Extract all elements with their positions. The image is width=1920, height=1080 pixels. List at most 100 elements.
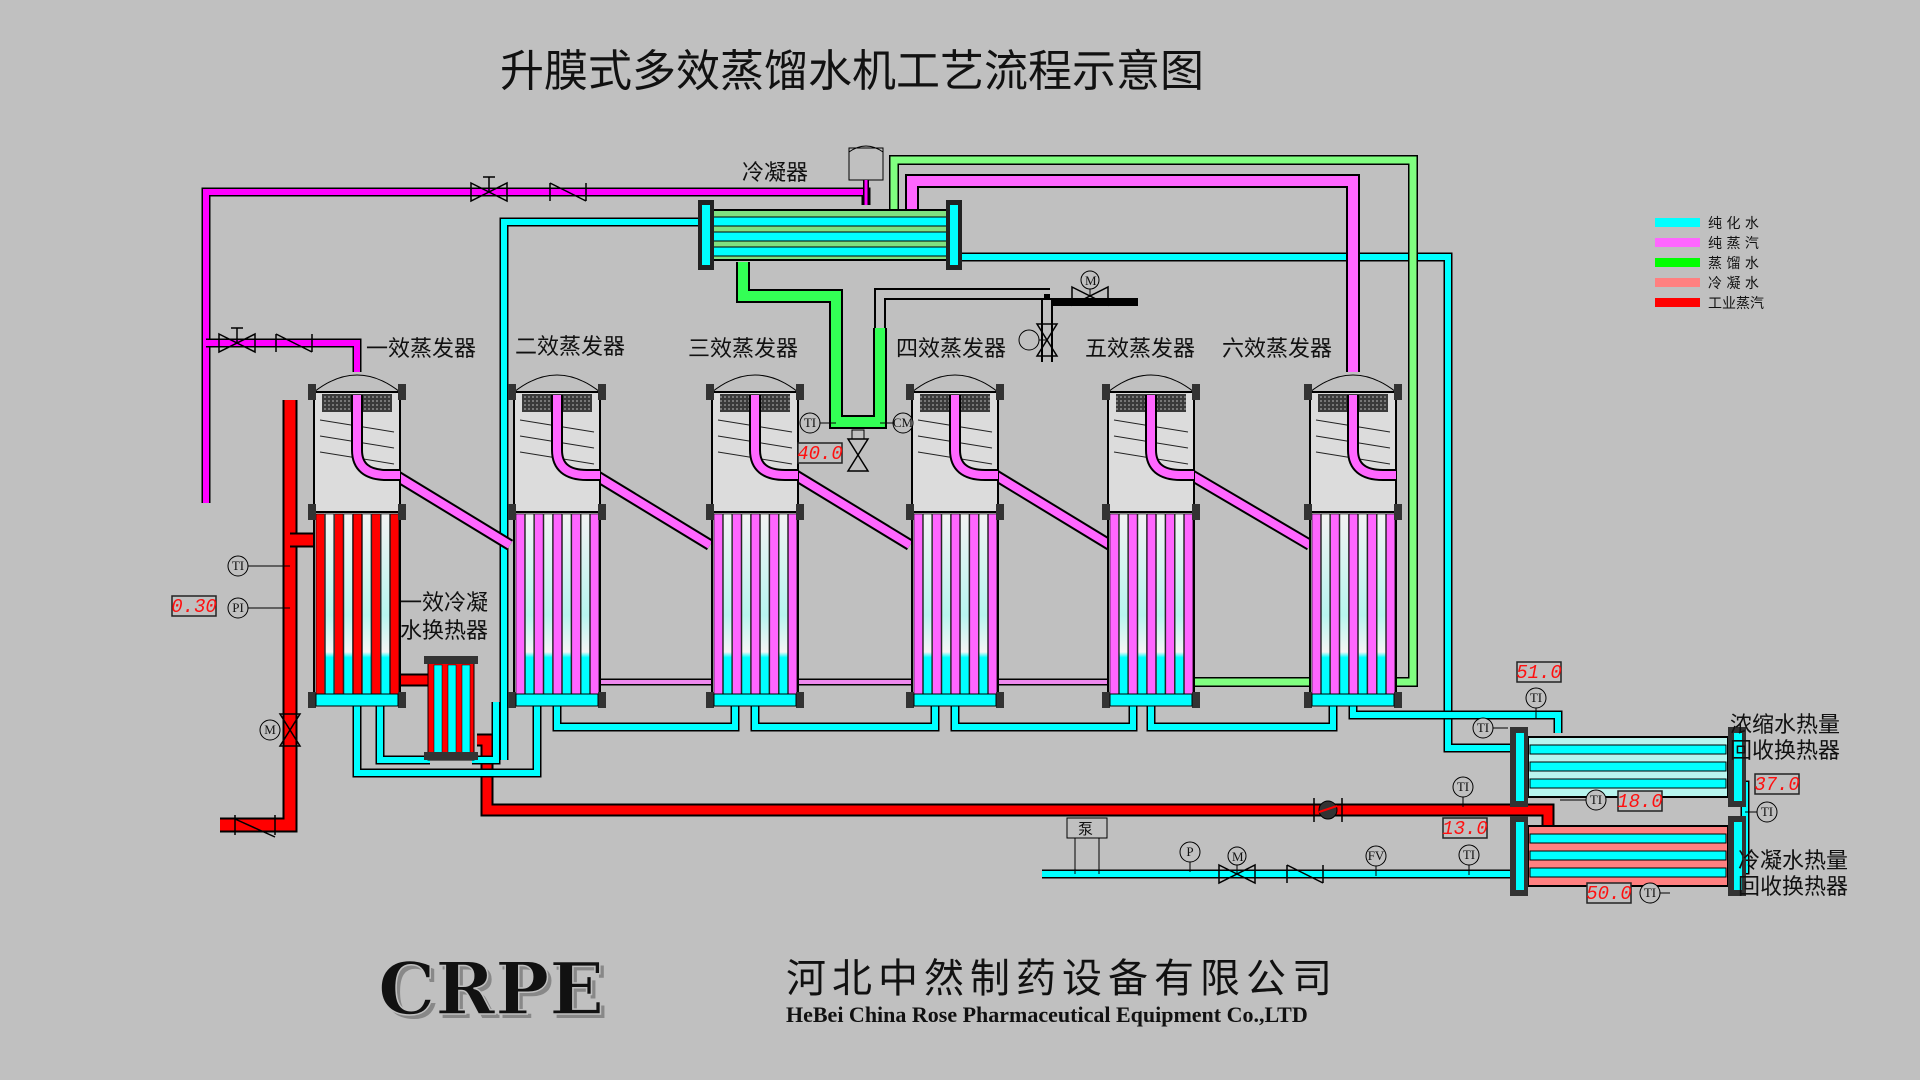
evaporator-tube <box>1128 513 1138 699</box>
svg-text:TI: TI <box>1530 690 1542 705</box>
evaporator-tube <box>778 513 788 699</box>
flange-bolt <box>1192 504 1200 520</box>
svg-text:TI: TI <box>1463 847 1475 862</box>
evaporator <box>706 374 804 708</box>
exchanger-tube <box>1529 761 1727 772</box>
evaporator-tube <box>1165 513 1175 699</box>
pump <box>1066 817 1108 874</box>
evaporator-tube <box>1146 513 1156 699</box>
flange-bolt <box>706 384 714 400</box>
svg-text:M: M <box>1232 849 1244 864</box>
exchanger-tube <box>1529 744 1727 755</box>
evaporator-tube <box>722 513 733 699</box>
legend-item: 蒸 馏 水 <box>1655 256 1759 272</box>
evaporator-tube <box>913 513 923 699</box>
steam-pressure-readout: 0.30 <box>171 595 217 618</box>
flange-bolt <box>1394 504 1402 520</box>
flange-bolt <box>796 384 804 400</box>
flange-bolt <box>906 384 914 400</box>
legend-item: 纯 化 水 <box>1655 216 1759 232</box>
legend-swatch <box>1655 218 1700 227</box>
evaporator-tube <box>1330 513 1340 699</box>
condenser <box>698 145 962 270</box>
svg-text:TI: TI <box>1477 720 1489 735</box>
pump-label: 泵 <box>1078 820 1093 838</box>
readout-value: 40.0 <box>797 443 843 465</box>
flange-bolt <box>1394 692 1402 708</box>
distilled-temp-readout: 40.0 <box>797 442 843 465</box>
legend-swatch <box>1655 258 1700 267</box>
flange-bolt <box>996 384 1004 400</box>
readout-value: 50.0 <box>1586 883 1632 905</box>
evaporator <box>1102 374 1200 708</box>
legend-swatch <box>1655 278 1700 287</box>
logo-text: CRPE <box>378 946 604 1031</box>
internal-steam-pipe <box>353 395 400 479</box>
readout-value: 18.0 <box>1617 791 1663 813</box>
feed-motorized-valve-icon: M <box>1218 846 1256 885</box>
evaporator-dome <box>312 374 402 393</box>
instrument-tag-fv: FV <box>1365 845 1387 876</box>
flange-bolt <box>906 692 914 708</box>
evaporator-tube <box>1174 513 1184 699</box>
evaporator-tube <box>362 513 372 699</box>
svg-text:TI: TI <box>1457 779 1469 794</box>
evaporator <box>508 374 606 708</box>
concentrate-exchanger-label: 浓缩水热量 <box>1730 713 1840 738</box>
evaporator-label: 六效蒸发器 <box>1222 337 1332 362</box>
manual-valve-icon <box>470 176 508 203</box>
flange-bolt <box>598 692 606 708</box>
evaporator-tube <box>515 513 525 699</box>
flange-bolt <box>996 692 1004 708</box>
svg-text:PI: PI <box>232 600 244 615</box>
evaporator-tube <box>390 513 400 699</box>
evaporator-tube <box>932 513 942 699</box>
flange-bolt <box>1102 384 1110 400</box>
evaporator-tube <box>741 513 751 699</box>
evaporator-group <box>308 374 1402 708</box>
instrument-tag-ti: TI <box>1525 687 1547 718</box>
internal-steam-pipe <box>553 395 600 479</box>
condenser-label: 冷凝器 <box>742 161 808 186</box>
bottom-header <box>1311 693 1395 707</box>
evaporator-label: 一效蒸发器 <box>366 337 476 362</box>
flange-bolt <box>1304 504 1312 520</box>
evaporator-label: 五效蒸发器 <box>1085 337 1195 362</box>
evaporator-tube <box>1109 513 1119 699</box>
condensate-exchanger-label: 冷凝水热量 <box>1738 849 1848 874</box>
valves <box>470 176 508 203</box>
evaporator-dome <box>910 374 1000 393</box>
condensate-exchanger-label: 回收换热器 <box>1738 875 1848 900</box>
bottom-header <box>713 693 797 707</box>
legend-swatch <box>1655 298 1700 307</box>
flange-bolt <box>706 692 714 708</box>
condensate-out-temp-readout: 50.0 <box>1586 882 1632 905</box>
check-valve-icon <box>275 333 313 353</box>
bottom-header <box>1109 693 1193 707</box>
feed-temp-readout: 13.0 <box>1442 817 1488 840</box>
evaporator-tube <box>352 513 363 699</box>
company-logo: CRPE CRPE <box>377 945 608 1035</box>
instrument-tag-pi: PI <box>227 597 290 619</box>
evaporator-tube <box>760 513 770 699</box>
legend-label: 工业蒸汽 <box>1708 296 1764 312</box>
evaporator-dome <box>1308 374 1398 393</box>
flange-bolt <box>398 504 406 520</box>
evaporator-tube <box>713 513 723 699</box>
manual-valve-icon <box>218 327 256 354</box>
legend-item: 纯 蒸 汽 <box>1655 236 1759 252</box>
evaporator-tube <box>788 513 798 699</box>
readout-value: 0.30 <box>171 596 217 618</box>
bottom-header <box>913 693 997 707</box>
evaporator-label: 四效蒸发器 <box>896 337 1006 362</box>
instrument-tag-m: M <box>259 719 281 741</box>
internal-steam-pipe <box>1147 395 1194 479</box>
instrument-tag-ti: TI <box>227 555 290 577</box>
evaporator-tube <box>590 513 600 699</box>
logo-shadow: CRPE <box>382 950 608 1035</box>
bottom-header <box>515 693 599 707</box>
legend-label: 纯 蒸 汽 <box>1708 236 1759 252</box>
svg-text:TI: TI <box>804 415 816 430</box>
evaporator-tube <box>1348 513 1358 699</box>
